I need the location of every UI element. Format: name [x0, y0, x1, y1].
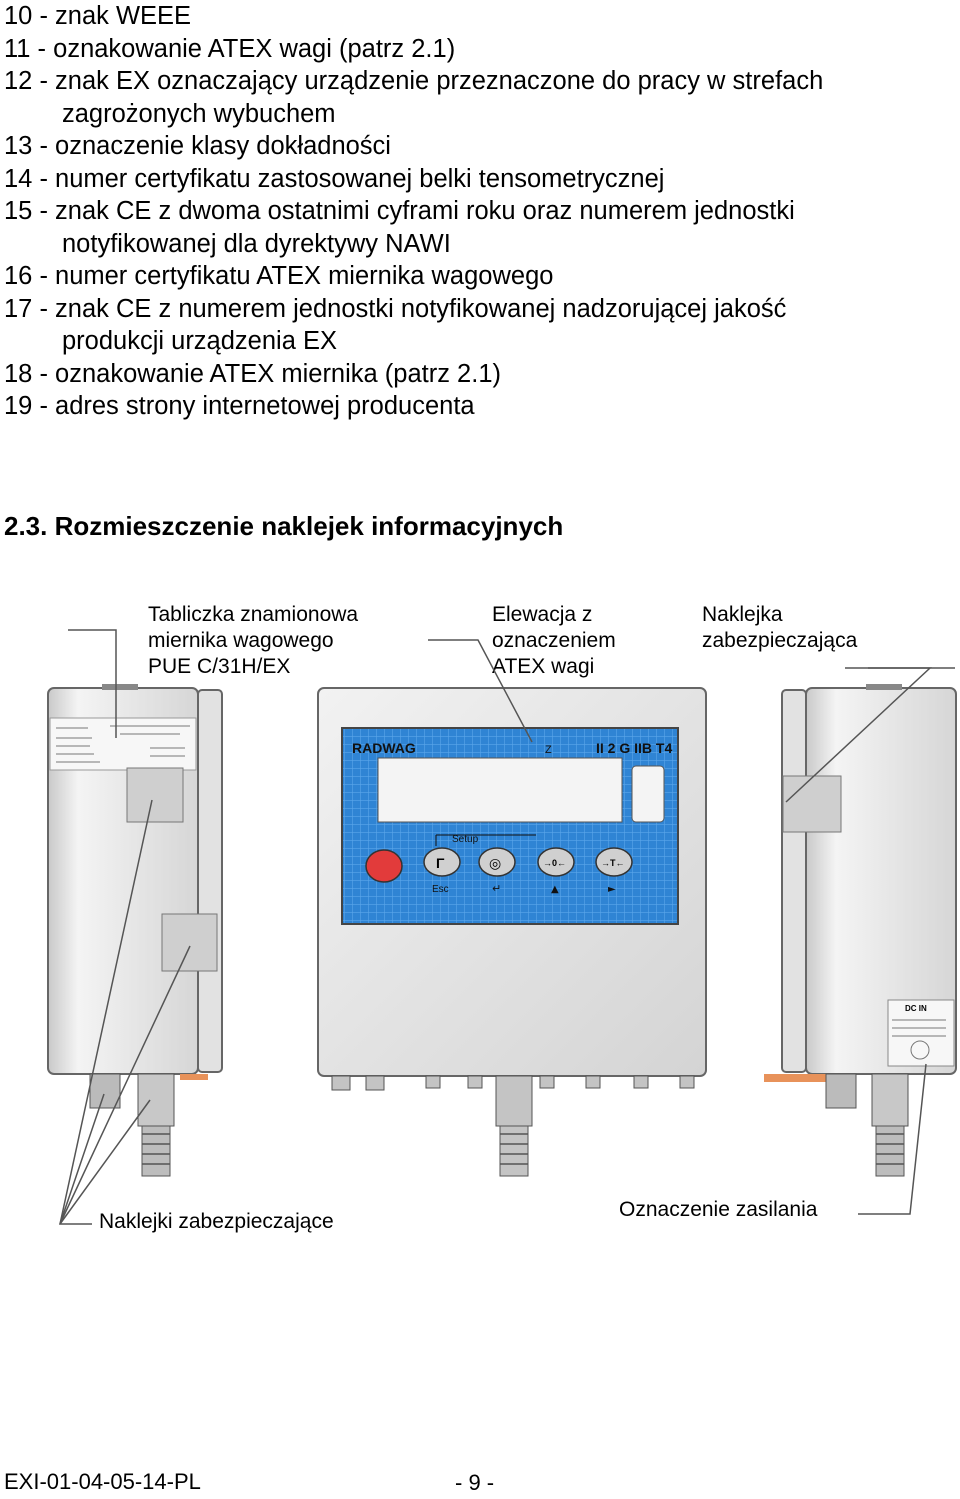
seal-sticker	[782, 775, 842, 833]
nameplate-label	[49, 717, 197, 771]
key-on-off	[365, 849, 403, 883]
svg-text:Γ: Γ	[436, 855, 445, 871]
list-item: notyfikowanej dla dyrektywy NAWI	[62, 229, 451, 258]
setup-label: Setup	[452, 834, 479, 845]
device-figure: RADWAG II 2 G IIB T4 Z Setup Γ Esc ◎ ↵ →…	[47, 629, 957, 1225]
atex-front-panel	[341, 727, 679, 925]
svg-text:DC IN: DC IN	[905, 1004, 927, 1013]
seal-sticker	[126, 767, 184, 823]
zero-mark: Z	[545, 744, 552, 756]
front-view: RADWAG II 2 G IIB T4 Z Setup Γ Esc ◎ ↵ →…	[317, 687, 707, 1177]
list-item: produkcji urządzenia EX	[62, 327, 337, 355]
section-title: 2.3. Rozmieszczenie naklejek informacyjn…	[4, 511, 564, 541]
callout-power-marking: Oznaczenie zasilania	[619, 1198, 818, 1221]
list-item: 17 - znak CE z numerem jednostki notyfik…	[4, 294, 787, 323]
left-side-view	[47, 684, 223, 1177]
list-item: zagrożonych wybuchem	[62, 99, 336, 128]
footer-doc-id: EXI-01-04-05-14-PL	[4, 1469, 201, 1494]
list-item: 16 - numer certyfikatu ATEX miernika wag…	[4, 262, 554, 290]
svg-text:◎: ◎	[489, 856, 501, 872]
list-item: 18 - oznakowanie ATEX miernika (patrz 2.…	[4, 359, 502, 388]
callout-seal-stickers: Naklejki zabezpieczające	[99, 1210, 334, 1233]
key-enter: ◎ ↵	[478, 847, 516, 895]
svg-text:→T←: →T←	[601, 858, 625, 868]
svg-text:▲: ▲	[551, 884, 559, 895]
seal-sticker	[161, 913, 218, 972]
svg-text:Esc: Esc	[432, 884, 449, 895]
list-item: 13 - oznaczenie klasy dokładności	[4, 132, 391, 160]
callout-nameplate: Tabliczka znamionowa miernika wagowego P…	[148, 603, 359, 678]
list-item: 15 - znak CE z dwoma ostatnimi cyframi r…	[4, 197, 795, 225]
power-label	[887, 999, 955, 1067]
leader-lines	[58, 629, 955, 1225]
svg-text:►: ►	[608, 884, 616, 895]
display-brand: RADWAG	[352, 740, 416, 756]
list-item: 14 - numer certyfikatu zastosowanej belk…	[4, 164, 665, 193]
list-item: 12 - znak EX oznaczający urządzenie prze…	[4, 67, 824, 95]
key-esc: Γ Esc	[423, 847, 461, 895]
list-item: 11 - oznakowanie ATEX wagi (patrz 2.1)	[4, 34, 456, 63]
callout-atex-front: Elewacja z oznaczeniem ATEX wagi	[492, 603, 616, 678]
list-item: 10 - znak WEEE	[4, 2, 192, 30]
svg-text:→0←: →0←	[543, 858, 566, 868]
footer-page-number: - 9 -	[455, 1470, 495, 1495]
key-zero: →0← ▲	[537, 847, 575, 895]
display-atex: II 2 G IIB T4	[596, 740, 672, 756]
right-side-view: DC IN	[764, 684, 957, 1177]
key-tare: →T← ►	[595, 847, 633, 895]
svg-text:↵: ↵	[492, 882, 501, 895]
callout-seal-sticker: Naklejka zabezpieczająca	[702, 603, 858, 652]
list-item: 19 - adres strony internetowej producent…	[4, 392, 475, 420]
